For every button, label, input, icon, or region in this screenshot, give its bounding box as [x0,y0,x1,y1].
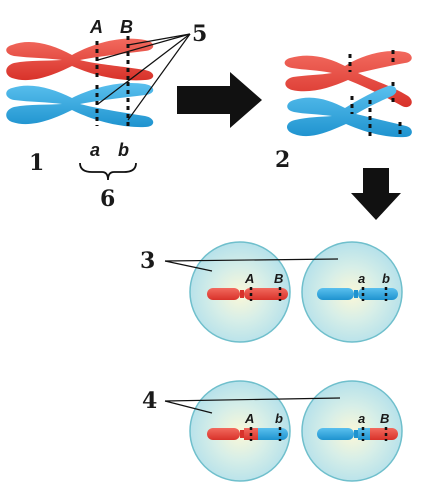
label-4: 4 [142,388,157,414]
arrow-down-icon [351,168,401,220]
label-5-leader-lines [97,33,191,121]
label-1: 1 [29,150,44,176]
cell-4-right-chromatid [317,427,398,441]
gene-label-b: b [118,140,129,160]
label-2: 2 [275,147,290,173]
cell-3-right-gene-b: b [382,271,390,286]
label-4-leader-lines [164,397,341,414]
cell-3-right-gene-a: a [358,271,365,286]
arrow-right-icon [177,72,262,128]
stage-3-cells: A B a b 3 [140,241,403,343]
red-chromosome [6,36,154,81]
cell-3-left-gene-A: A [244,271,254,286]
label-3: 3 [140,248,155,274]
cell-4-left-chromatid [207,427,288,441]
label-6: 6 [100,186,115,212]
cell-3-left-gene-B: B [274,271,283,286]
cell-3-left-chromatid [207,287,288,301]
gene-label-a: a [90,140,100,160]
gene-pair-brace [79,162,137,181]
cell-4-left-gene-A: A [244,411,254,426]
stage-2-crossing-over: 2 [275,50,412,173]
stage-1-chromosome-pair: A B a b 5 6 1 [6,17,207,212]
cell-4-left-gene-b: b [275,411,283,426]
label-5: 5 [192,21,207,47]
blue-chromosome-crossing [286,85,412,138]
cell-4-right-gene-B: B [380,411,389,426]
blue-chromosome [6,82,154,128]
label-3-leader-lines [164,258,339,272]
cell-3-right-chromatid [317,287,398,301]
cell-4-right-gene-a: a [358,411,365,426]
gene-label-A: A [89,17,103,37]
gene-label-B: B [120,17,133,37]
stage-4-cells: A b a B 4 [142,380,403,482]
